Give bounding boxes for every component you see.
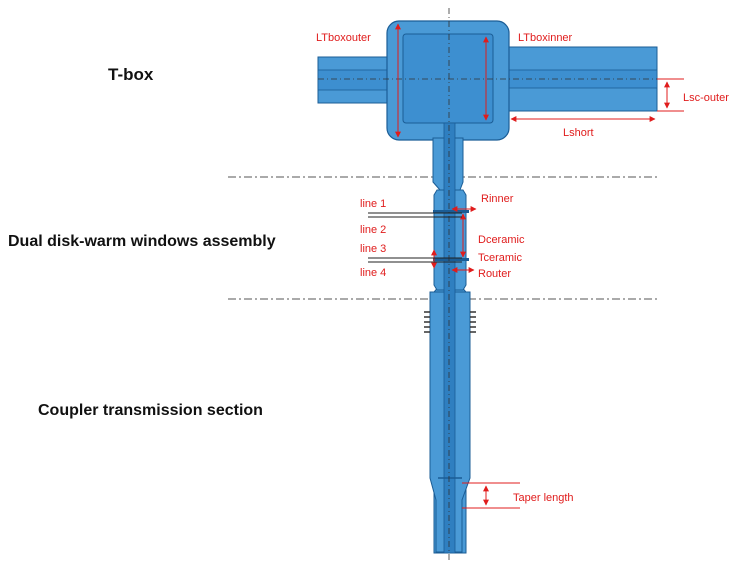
label-taper-length: Taper length	[513, 492, 574, 504]
bellows-left	[424, 311, 430, 333]
tbox-left-stub-inner	[317, 69, 391, 91]
label-line2: line 2	[360, 224, 386, 236]
label-tceramic: Tceramic	[478, 252, 523, 264]
section-label-tbox: T-box	[108, 65, 154, 84]
label-dceramic: Dceramic	[478, 234, 525, 246]
ceramic-disk-2	[433, 258, 469, 261]
label-ltbox-outer: LTboxouter	[316, 32, 371, 44]
section-label-window: Dual disk-warm windows assembly	[8, 233, 276, 250]
label-lshort: Lshort	[563, 127, 594, 139]
label-rinner: Rinner	[481, 193, 514, 205]
label-line3: line 3	[360, 243, 386, 255]
label-line1: line 1	[360, 198, 386, 210]
label-line4: line 4	[360, 267, 386, 279]
annotations	[395, 23, 684, 509]
reference-lines	[368, 212, 462, 263]
section-label-coupler: Coupler transmission section	[38, 402, 263, 419]
coupler-body	[317, 20, 658, 554]
inner-conductor	[443, 122, 456, 554]
label-router: Router	[478, 268, 511, 280]
tbox-inner	[402, 33, 494, 124]
label-lsc-outer: Lsc-outer	[683, 92, 729, 104]
ceramic-disk-1	[433, 210, 469, 213]
label-ltbox-inner: LTboxinner	[518, 32, 573, 44]
bellows-right	[470, 311, 476, 333]
